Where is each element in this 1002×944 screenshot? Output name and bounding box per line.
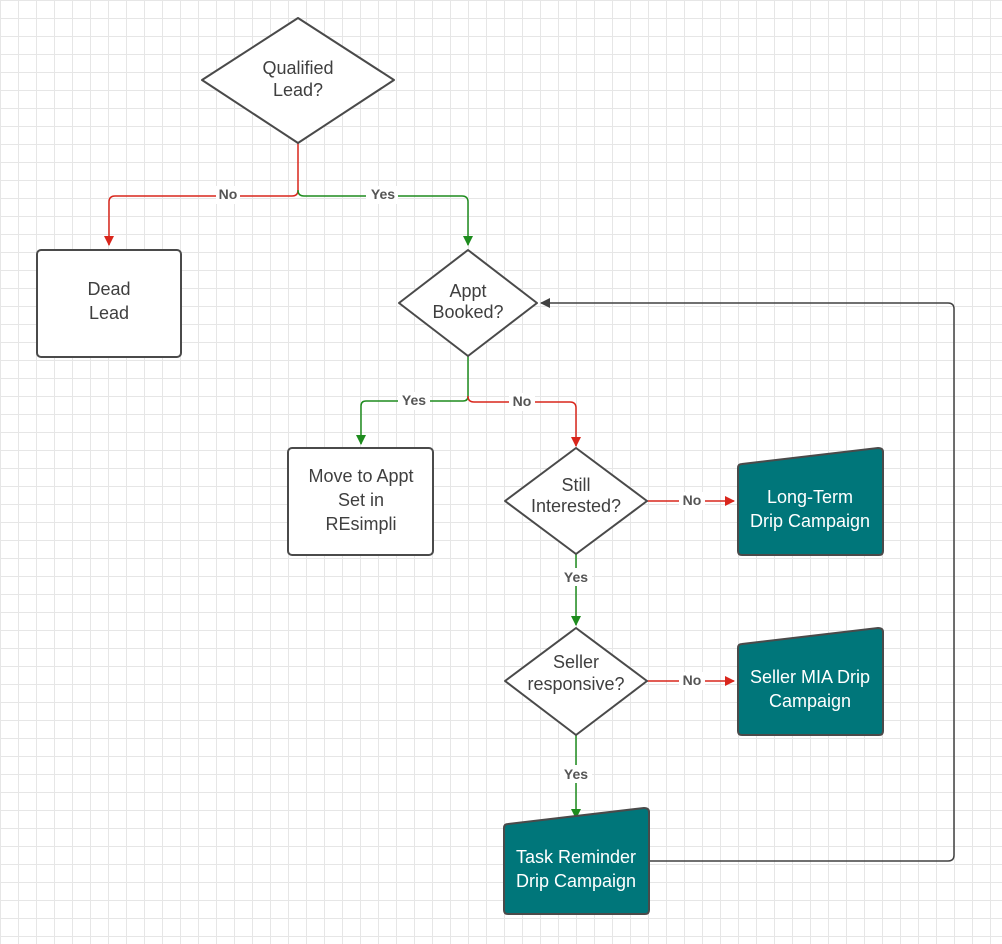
node-still-interested-line2: Interested? (531, 496, 621, 516)
node-qualified-lead-line1: Qualified (262, 58, 333, 78)
node-appt-booked-line1: Appt (449, 281, 486, 301)
node-seller-mia-drip[interactable]: Seller MIA Drip Campaign (737, 626, 884, 736)
node-qualified-lead-line2: Lead? (273, 80, 323, 100)
node-long-term-drip[interactable]: Long-Term Drip Campaign (737, 446, 884, 556)
node-appt-booked-line2: Booked? (432, 302, 503, 322)
node-dead-lead-line2: Lead (89, 303, 129, 323)
edge-task-loop[interactable] (540, 298, 955, 862)
edge-appt-no[interactable] (467, 395, 581, 447)
node-seller-responsive-line2: responsive? (527, 674, 624, 694)
edge-qualified-no[interactable] (104, 143, 299, 246)
node-task-reminder-drip-line2: Drip Campaign (516, 871, 636, 891)
edge-label-qualified-yes: Yes (371, 186, 395, 202)
edge-labels: No Yes Yes No No Yes No Yes (216, 186, 705, 783)
node-seller-mia-drip-line2: Campaign (769, 691, 851, 711)
edge-label-still-yes: Yes (564, 569, 588, 585)
node-qualified-lead[interactable]: Qualified Lead? (201, 17, 395, 144)
edge-label-still-no: No (683, 492, 702, 508)
node-seller-responsive-line1: Seller (553, 652, 599, 672)
node-long-term-drip-line2: Drip Campaign (750, 511, 870, 531)
node-move-to-appt-line3: REsimpli (325, 514, 396, 534)
node-task-reminder-drip[interactable]: Task Reminder Drip Campaign (503, 806, 650, 915)
edge-label-seller-no: No (683, 672, 702, 688)
edge-qualified-yes[interactable] (297, 189, 473, 246)
node-move-to-appt[interactable]: Move to Appt Set in REsimpli (287, 447, 434, 556)
node-seller-responsive[interactable]: Seller responsive? (504, 627, 648, 736)
node-move-to-appt-line2: Set in (338, 490, 384, 510)
node-still-interested-line1: Still (561, 475, 590, 495)
node-seller-mia-drip-line1: Seller MIA Drip (750, 667, 870, 687)
node-appt-booked[interactable]: Appt Booked? (398, 249, 538, 357)
edge-label-appt-yes: Yes (402, 392, 426, 408)
node-move-to-appt-line1: Move to Appt (308, 466, 413, 486)
edge-label-qualified-no: No (219, 186, 238, 202)
node-dead-lead-line1: Dead (87, 279, 130, 299)
node-long-term-drip-line1: Long-Term (767, 487, 853, 507)
edge-label-appt-no: No (513, 393, 532, 409)
node-task-reminder-drip-line1: Task Reminder (516, 847, 636, 867)
edge-label-seller-yes: Yes (564, 766, 588, 782)
node-still-interested[interactable]: Still Interested? (504, 447, 648, 555)
node-dead-lead[interactable]: Dead Lead (36, 249, 182, 358)
